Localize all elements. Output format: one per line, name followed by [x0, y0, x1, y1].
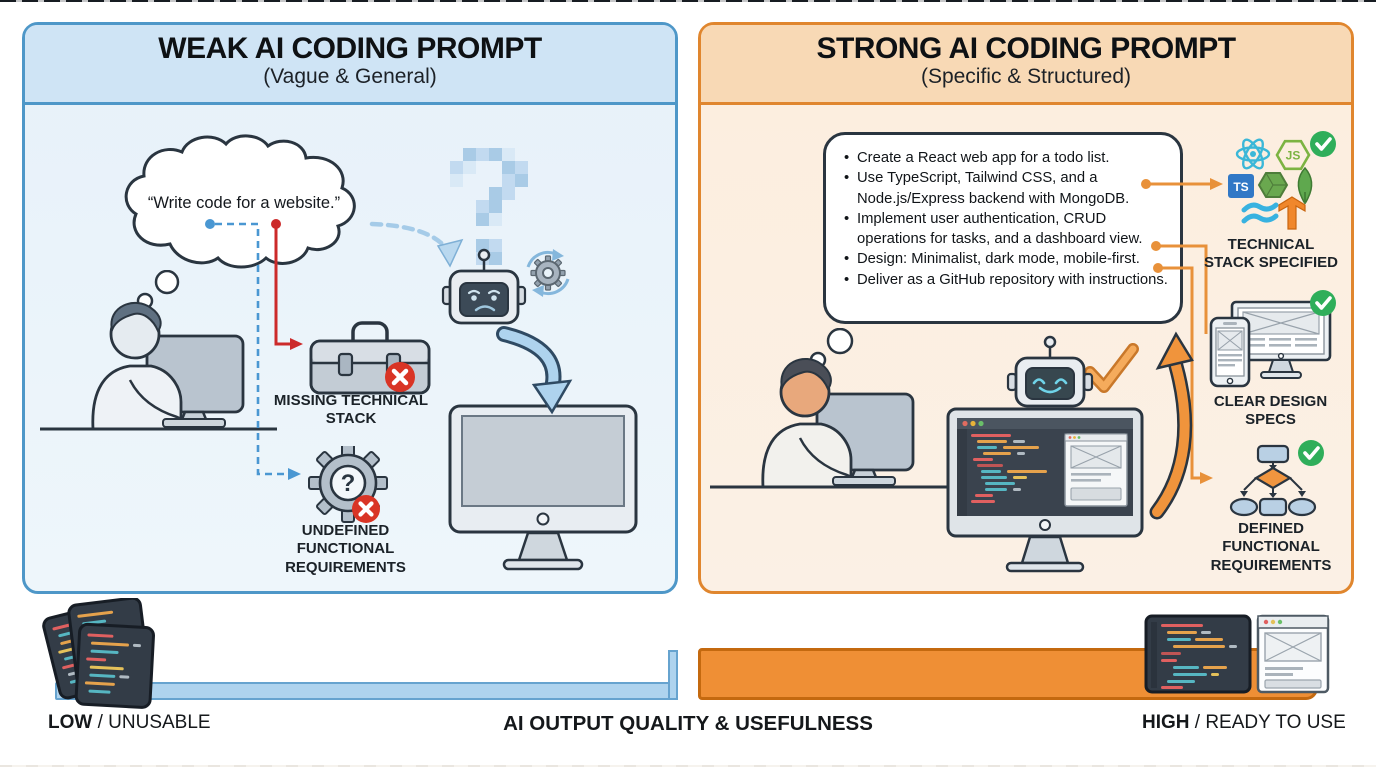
prompt-bullet: Implement user authentication, CRUD oper… — [842, 209, 1174, 250]
tensorflow-icon — [1278, 196, 1306, 230]
code-lines — [971, 434, 1047, 503]
processing-gear-icon — [526, 249, 570, 297]
svg-text:JS: JS — [1286, 149, 1301, 163]
developer-left-illustration — [40, 270, 277, 431]
mongodb-leaf-icon — [1297, 166, 1313, 204]
nodejs-js-icon: JS — [1275, 139, 1311, 171]
check-icon — [1310, 290, 1336, 316]
strong-prompt-box: Create a React web app for a todo list. … — [823, 132, 1183, 324]
weak-panel-header: WEAK AI CODING PROMPT (Vague & General) — [25, 25, 675, 105]
top-border-artifact — [0, 0, 1376, 2]
svg-text:TS: TS — [1233, 180, 1248, 194]
defined-reqs-caption: DEFINED FUNCTIONAL REQUIREMENTS — [1210, 520, 1332, 574]
preview-window — [1064, 433, 1128, 507]
strong-panel-header: STRONG AI CODING PROMPT (Specific & Stru… — [701, 25, 1351, 105]
node-hexagon-icon — [1257, 172, 1289, 198]
undefined-gear-icon: ? — [308, 446, 388, 523]
strong-panel-subtitle: (Specific & Structured) — [920, 65, 1132, 89]
clean-code-card-icon — [1144, 614, 1252, 694]
typescript-icon: TS — [1228, 174, 1254, 198]
weak-panel-title: WEAK AI CODING PROMPT — [158, 32, 542, 65]
developer-right-illustration — [710, 328, 947, 489]
weak-panel-subtitle: (Vague & General) — [263, 65, 437, 89]
axis-label-high: HIGH / READY TO USE — [1142, 712, 1346, 733]
flowchart-icon — [1229, 440, 1324, 517]
blank-monitor-icon — [448, 404, 638, 571]
bottom-border-artifact — [0, 765, 1376, 767]
prompt-bullet: Design: Minimalist, dark mode, mobile-fi… — [842, 249, 1174, 270]
strong-panel-title: STRONG AI CODING PROMPT — [816, 32, 1236, 65]
messy-code-cards-icon — [42, 598, 155, 709]
check-icon — [1298, 440, 1324, 466]
tech-stack-caption: TECHNICAL STACK SPECIFIED — [1204, 236, 1338, 272]
quality-bar-step — [668, 650, 678, 700]
tailwind-icon — [1241, 202, 1279, 224]
design-specs-caption: CLEAR DESIGN SPECS — [1213, 393, 1328, 429]
wireframe-phone-icon — [1209, 316, 1251, 388]
react-icon — [1235, 138, 1271, 170]
prompt-bullet: Use TypeScript, Tailwind CSS, and a Node… — [842, 168, 1174, 209]
weak-prompt-text: “Write code for a website.” — [147, 194, 341, 212]
prompt-bullet-list: Create a React web app for a todo list. … — [842, 148, 1174, 290]
browser-wireframe-card-icon — [1256, 614, 1330, 694]
axis-label-low: LOW / UNUSABLE — [48, 712, 211, 733]
gear-question-text: ? — [341, 470, 356, 497]
toolbox-icon — [309, 321, 431, 395]
tech-stack-icons: JS TS — [1228, 131, 1336, 230]
confused-robot-icon — [441, 248, 570, 325]
error-x-icon — [352, 495, 380, 523]
design-specs-icons — [1209, 290, 1336, 388]
axis-label-center: AI OUTPUT QUALITY & USEFULNESS — [503, 712, 873, 735]
error-x-icon — [385, 362, 415, 392]
undefined-reqs-caption: UNDEFINED FUNCTIONAL REQUIREMENTS — [285, 522, 406, 576]
code-monitor-icon — [946, 407, 1144, 573]
check-icon — [1310, 131, 1336, 157]
wireframe-monitor-icon — [1230, 300, 1332, 379]
missing-stack-caption: MISSING TECHNICAL STACK — [273, 392, 429, 428]
prompt-bullet: Deliver as a GitHub repository with inst… — [842, 270, 1174, 291]
prompt-bullet: Create a React web app for a todo list. — [842, 148, 1174, 169]
happy-robot-icon — [1006, 335, 1094, 408]
